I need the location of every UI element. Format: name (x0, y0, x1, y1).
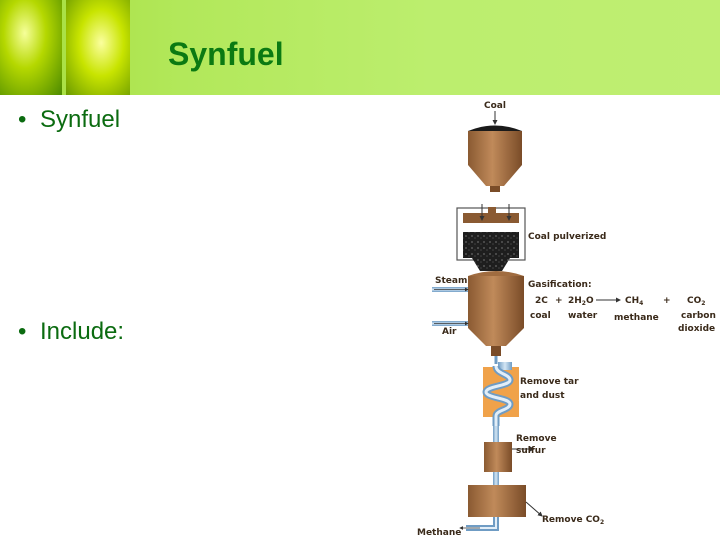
gasifier (468, 271, 524, 364)
equation-plus: + (555, 296, 563, 306)
coal-pulverized-label: Coal pulverized (528, 232, 606, 242)
synfuel-process-diagram: Coal Coal pulverized Steam Air Gasific (417, 101, 716, 538)
dioxide-word: dioxide (678, 324, 715, 334)
bullet-symbol: • (18, 106, 27, 133)
header-banner: Synfuel (0, 0, 720, 95)
equation-reactant-water: 2H2O (568, 296, 594, 307)
bullet-item: • Include: (18, 318, 124, 346)
methane-label: Methane (417, 528, 461, 538)
steam-label: Steam (435, 276, 467, 286)
coal-label: Coal (484, 101, 506, 111)
remove-tar-label: and dust (520, 391, 565, 401)
coal-input: Coal (484, 101, 506, 125)
air-label: Air (442, 327, 457, 337)
bullet-text: Include: (40, 318, 125, 345)
tar-outlet-arrow (518, 399, 536, 408)
tar-dust-remover: Remove tar and dust (482, 362, 579, 426)
co2-remover: Remove CO2 (468, 472, 604, 526)
carbon-word: carbon (681, 311, 716, 321)
remove-co2-label: Remove CO2 (542, 515, 604, 526)
lightbulb-image (0, 0, 62, 95)
equation-reactant-carbon: 2C (535, 296, 548, 306)
equation-product-methane: CH4 (625, 296, 643, 307)
coal-hopper (468, 125, 522, 192)
bullet-text: Synfuel (40, 106, 121, 133)
equation-product-co2: CO2 (687, 296, 705, 307)
methane-word: methane (614, 313, 659, 323)
gasification-label: Gasification: (528, 280, 592, 290)
gasification-reaction: Gasification: 2C + 2H2O CH4 + CO2 coal w… (528, 280, 716, 334)
remove-sulfur-label: sulfur (516, 446, 546, 456)
coal-word: coal (530, 311, 551, 321)
remove-sulfur-label: Remove (516, 434, 557, 444)
methane-output: Methane (417, 517, 499, 538)
pulverizer: Coal pulverized (456, 204, 606, 271)
slide-title: Synfuel (168, 36, 284, 72)
lightbulb-image (66, 0, 130, 95)
co2-outlet-arrow (525, 501, 543, 517)
bullet-item: • Synfuel (18, 106, 120, 134)
air-input: Air (432, 321, 469, 337)
steam-input: Steam (432, 276, 469, 292)
sulfur-remover: Remove sulfur (484, 426, 557, 472)
remove-tar-label: Remove tar (520, 377, 579, 387)
water-word: water (568, 311, 598, 321)
equation-plus: + (663, 296, 671, 306)
bullet-symbol: • (18, 318, 27, 345)
